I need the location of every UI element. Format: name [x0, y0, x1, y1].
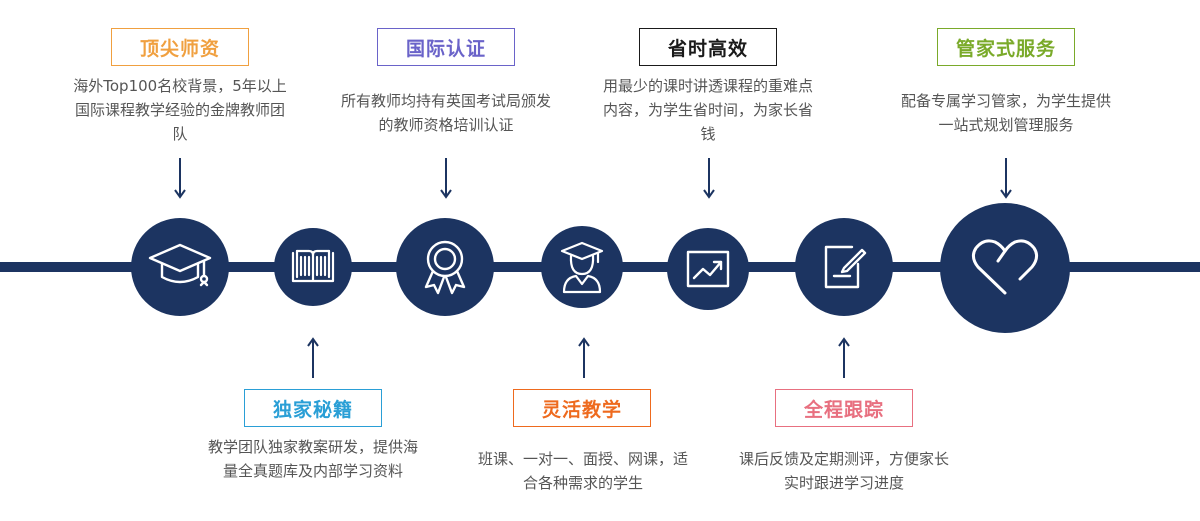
graduation-cap-icon [148, 241, 212, 293]
feature-title-butler-service: 管家式服务 [937, 28, 1075, 66]
feature-desc-intl-cert: 所有教师均持有英国考试局颁发的教师资格培训认证 [340, 92, 551, 134]
feature-title-flexible-teaching: 灵活教学 [513, 389, 651, 427]
node-flexible-teaching [541, 226, 623, 308]
open-book-icon [289, 247, 337, 287]
node-full-tracking [795, 218, 893, 316]
node-top-teachers [131, 218, 229, 316]
award-ribbon-icon [417, 237, 473, 297]
feature-title-top-teachers: 顶尖师资 [111, 28, 249, 66]
teacher-graduate-icon [556, 240, 608, 294]
down-arrow-icon [174, 158, 186, 199]
heart-icon [970, 237, 1040, 299]
feature-title-intl-cert: 国际认证 [377, 28, 515, 66]
node-exclusive-materials [274, 228, 352, 306]
up-arrow-icon [307, 337, 319, 378]
up-arrow-icon [838, 337, 850, 378]
node-time-efficient [667, 228, 749, 310]
feature-desc-top-teachers: 海外Top100名校背景，5年以上国际课程教学经验的金牌教师团队 [73, 77, 287, 143]
feature-desc-exclusive-materials: 教学团队独家教案研发，提供海量全真题库及内部学习资料 [207, 438, 418, 480]
edit-note-icon [820, 242, 868, 292]
feature-desc-butler-service: 配备专属学习管家，为学生提供一站式规划管理服务 [900, 92, 1111, 134]
feature-title-full-tracking: 全程跟踪 [775, 389, 913, 427]
feature-desc-flexible-teaching: 班课、一对一、面授、网课，适合各种需求的学生 [478, 450, 689, 492]
feature-title-time-efficient: 省时高效 [639, 28, 777, 66]
feature-desc-full-tracking: 课后反馈及定期测评，方便家长实时跟进学习进度 [738, 450, 949, 492]
node-butler-service [940, 203, 1070, 333]
node-intl-cert [396, 218, 494, 316]
up-arrow-icon [578, 337, 590, 378]
down-arrow-icon [1000, 158, 1012, 199]
feature-desc-time-efficient: 用最少的课时讲透课程的重难点内容，为学生省时间，为家长省钱 [602, 77, 813, 143]
trend-chart-icon [685, 249, 731, 289]
down-arrow-icon [703, 158, 715, 199]
feature-title-exclusive-materials: 独家秘籍 [244, 389, 382, 427]
down-arrow-icon [440, 158, 452, 199]
